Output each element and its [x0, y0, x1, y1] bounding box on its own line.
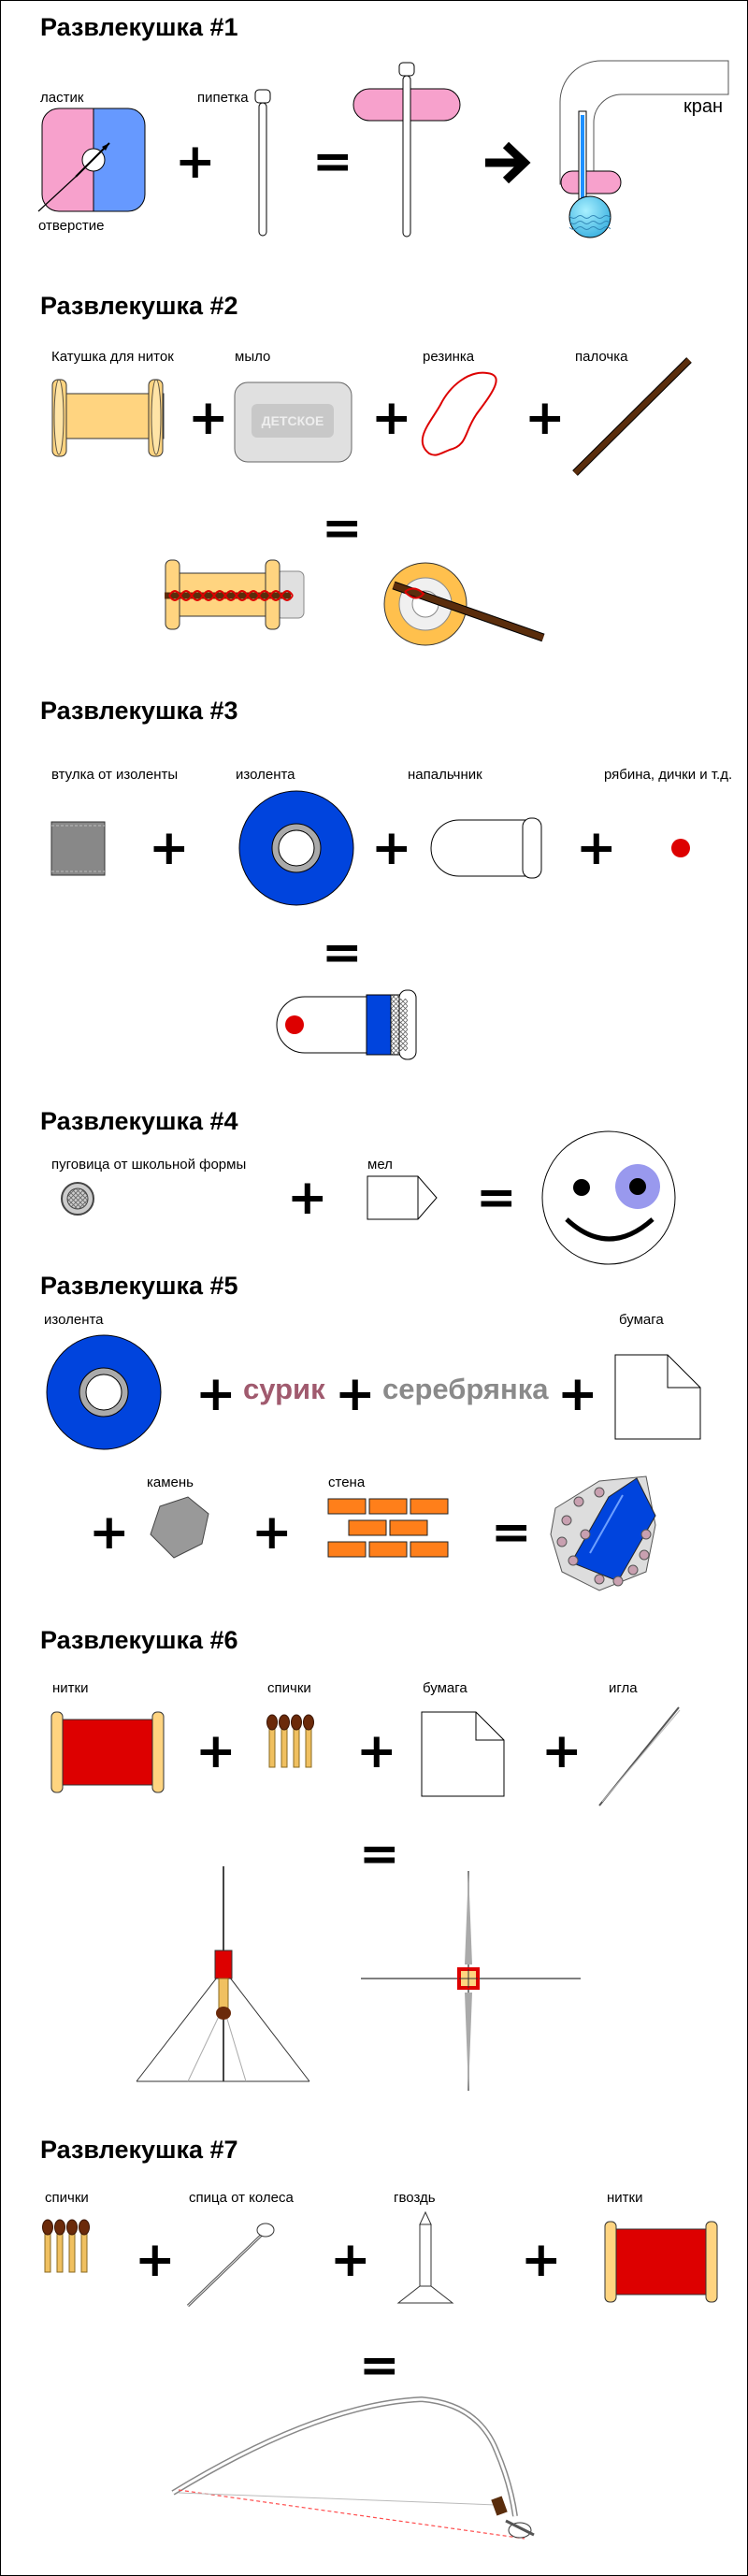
puzzle7-matches	[42, 2219, 90, 2273]
puzzle7-threads-spool	[604, 2221, 718, 2303]
puzzle2-result-top-view	[383, 562, 545, 646]
puzzle2-soap	[234, 381, 352, 463]
puzzle3-sleeve-label: втулка от изоленты	[51, 767, 179, 783]
puzzle4-chalk-label: мел	[367, 1157, 393, 1173]
puzzle6-plus-icon-3: +	[541, 1723, 583, 1779]
puzzle1-result-pipette	[352, 62, 461, 237]
puzzle5-plus-icon-2: +	[335, 1366, 376, 1422]
puzzle5-plus-icon-4: +	[89, 1504, 130, 1561]
puzzle1-tap-label: кран	[683, 96, 724, 117]
puzzle3-plus-icon-1: +	[149, 820, 190, 876]
puzzle7-spoke	[186, 2223, 275, 2308]
puzzle4-title: Развлекушка #4	[40, 1107, 238, 1135]
puzzle5-wall-label: стена	[328, 1475, 366, 1490]
puzzle3-tape	[238, 790, 354, 906]
puzzle1-title: Развлекушка #1	[40, 13, 238, 41]
puzzle6-plus-icon-2: +	[356, 1723, 397, 1779]
puzzle6-needle-label: игла	[609, 1680, 638, 1696]
puzzle3-berry-label: рябина, дички и т.д.	[604, 767, 733, 783]
puzzle5-title: Развлекушка #5	[40, 1272, 238, 1300]
puzzle2-plus-icon-2: +	[371, 390, 412, 446]
puzzle5-plus-icon-1: +	[195, 1366, 237, 1422]
puzzle5-silver-text: серебрянка	[382, 1373, 549, 1405]
puzzle3-sleeve	[50, 821, 106, 876]
puzzle7-nail	[396, 2210, 454, 2304]
puzzle5-stone	[150, 1496, 209, 1559]
puzzle7-threads-label: нитки	[607, 2190, 643, 2206]
puzzle7-equals-icon: =	[359, 2338, 400, 2394]
puzzle1-pipette-label: пипетка	[197, 90, 249, 106]
puzzle6-needle	[598, 1706, 681, 1806]
puzzle2-stick-label: палочка	[575, 349, 628, 365]
puzzle4-smiley	[541, 1130, 676, 1265]
puzzle2-stick	[572, 357, 692, 476]
puzzle5-paper-label: бумага	[619, 1312, 664, 1328]
puzzle5-plus-icon-3: +	[557, 1366, 598, 1422]
puzzle1-eraser-label: ластик	[40, 90, 84, 106]
puzzle5-result	[550, 1475, 656, 1591]
puzzle6-paper-label: бумага	[423, 1680, 468, 1696]
puzzle5-tape-label: изолента	[44, 1312, 104, 1328]
puzzle1-tap	[559, 60, 729, 238]
puzzle3-equals-icon: =	[322, 925, 363, 981]
puzzle5-equals-icon: =	[491, 1504, 532, 1561]
puzzle7-title: Развлекушка #7	[40, 2136, 238, 2164]
puzzle1-arrow-icon	[485, 141, 531, 184]
puzzle4-button-label: пуговица от школьной формы	[51, 1157, 247, 1173]
puzzle7-nail-label: гвоздь	[394, 2190, 436, 2206]
puzzle5-minium-text: сурик	[243, 1373, 325, 1405]
puzzle7-plus-icon-2: +	[330, 2232, 371, 2288]
puzzle2-title: Развлекушка #2	[40, 292, 238, 320]
puzzle4-plus-icon: +	[287, 1170, 328, 1226]
puzzle3-thimble	[430, 817, 542, 879]
puzzle4-button	[61, 1182, 94, 1216]
puzzle6-threads-spool	[50, 1711, 165, 1793]
puzzle1-plus-icon: +	[175, 134, 216, 190]
puzzle7-spoke-label: спица от колеса	[189, 2190, 294, 2206]
puzzle3-plus-icon-3: +	[576, 820, 617, 876]
puzzle5-plus-icon-5: +	[252, 1504, 293, 1561]
puzzle6-equals-icon: =	[359, 1826, 400, 1882]
puzzle7-plus-icon-3: +	[521, 2232, 562, 2288]
puzzle2-equals-icon: =	[322, 500, 363, 556]
puzzle6-plus-icon-1: +	[195, 1723, 237, 1779]
puzzle7-result-crossbow	[171, 2396, 535, 2540]
puzzle2-spool	[51, 379, 165, 457]
puzzle2-plus-icon-1: +	[188, 390, 229, 446]
puzzle2-soap-text: ДЕТСКОЕ	[261, 413, 324, 428]
puzzle2-soap-label: мыло	[235, 349, 271, 365]
puzzle1-pipette	[254, 89, 271, 237]
puzzle3-title: Развлекушка #3	[40, 697, 238, 725]
puzzle2-rubber-band	[421, 371, 497, 456]
puzzle6-title: Развлекушка #6	[40, 1626, 238, 1654]
puzzle5-stone-label: камень	[147, 1475, 194, 1490]
puzzle6-paper	[421, 1711, 505, 1797]
puzzle1-eraser	[37, 108, 146, 212]
puzzle2-result-spool	[165, 559, 305, 630]
puzzle3-plus-icon-2: +	[371, 820, 412, 876]
puzzle6-threads-label: нитки	[52, 1680, 89, 1696]
puzzle6-result-side	[136, 1866, 310, 2082]
puzzle3-result	[276, 989, 417, 1060]
puzzle3-berry	[671, 839, 690, 857]
puzzle1-hole-label: отверстие	[38, 218, 105, 234]
puzzle6-result-top	[361, 1871, 581, 2091]
puzzle7-matches-label: спички	[45, 2190, 89, 2206]
puzzle5-tape	[46, 1334, 162, 1450]
puzzle2-rubber-label: резинка	[423, 349, 475, 365]
puzzle6-matches	[266, 1714, 314, 1768]
puzzle4-equals-icon: =	[476, 1170, 517, 1226]
puzzle5-wall	[327, 1498, 449, 1558]
puzzle2-plus-icon-3: +	[525, 390, 566, 446]
puzzle6-matches-label: спички	[267, 1680, 311, 1696]
puzzle5-paper	[614, 1354, 701, 1440]
puzzle3-thimble-label: напальчник	[408, 767, 482, 783]
puzzle3-tape-label: изолента	[236, 767, 295, 783]
puzzle4-chalk	[367, 1175, 438, 1220]
puzzle2-spool-label: Катушка для ниток	[51, 349, 174, 365]
puzzle1-equals-icon: =	[312, 134, 353, 190]
puzzle7-plus-icon-1: +	[135, 2232, 176, 2288]
